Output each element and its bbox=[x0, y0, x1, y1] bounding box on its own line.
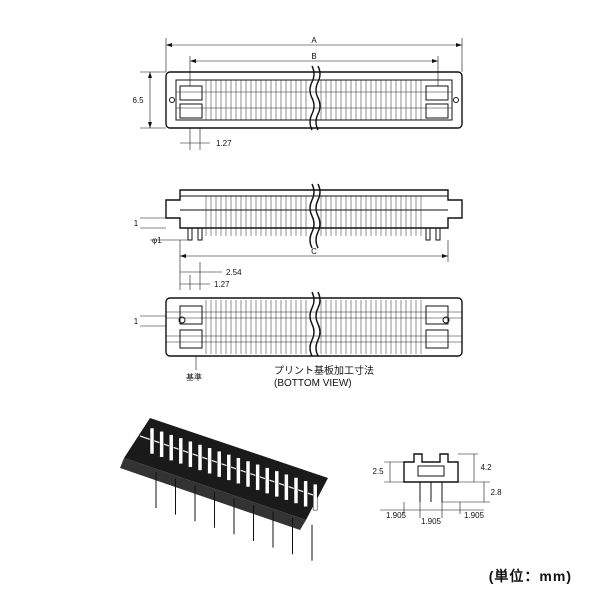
dim-1-905b-label: 1.905 bbox=[421, 517, 442, 526]
side-view bbox=[165, 183, 463, 249]
end-dimensions: 2.5 4.2 2.8 1.905 1.905 1.905 bbox=[372, 453, 502, 526]
datum-label: 基準 bbox=[186, 372, 202, 382]
side-dimensions: 1 φ1 C 2.54 1.27 bbox=[134, 217, 449, 290]
dim-4-2-label: 4.2 bbox=[480, 463, 492, 472]
dim-phi1-label: φ1 bbox=[152, 236, 162, 245]
dim-1-label: 1 bbox=[134, 219, 139, 228]
end-view bbox=[403, 453, 459, 502]
connector-3d-image bbox=[120, 418, 328, 561]
pcb-dimensions: 1 基準 bbox=[134, 315, 202, 382]
dim-1-905c-label: 1.905 bbox=[464, 511, 485, 520]
dim-2-8-label: 2.8 bbox=[490, 488, 502, 497]
dim-a-label: A bbox=[311, 36, 317, 45]
pcb-title: プリント基板加工寸法 bbox=[274, 364, 374, 377]
unit-label: (単位：mm) bbox=[488, 568, 572, 584]
dimension-a-b: A B 6.5 1.27 bbox=[132, 36, 463, 150]
dim-1-27b-label: 1.27 bbox=[214, 280, 230, 289]
top-view bbox=[165, 65, 463, 131]
dim-c-label: C bbox=[311, 247, 317, 256]
bottom-view-label: (BOTTOM VIEW) bbox=[274, 378, 352, 389]
dim-b-label: B bbox=[311, 52, 316, 61]
dim-1b-label: 1 bbox=[134, 317, 139, 326]
dim-1-905a-label: 1.905 bbox=[386, 511, 407, 520]
dim-2-5-label: 2.5 bbox=[372, 467, 384, 476]
pcb-bottom-view bbox=[165, 291, 463, 357]
dim-1-27-label: 1.27 bbox=[216, 139, 232, 148]
dim-2-54-label: 2.54 bbox=[226, 268, 242, 277]
dim-6-5-label: 6.5 bbox=[132, 96, 144, 105]
